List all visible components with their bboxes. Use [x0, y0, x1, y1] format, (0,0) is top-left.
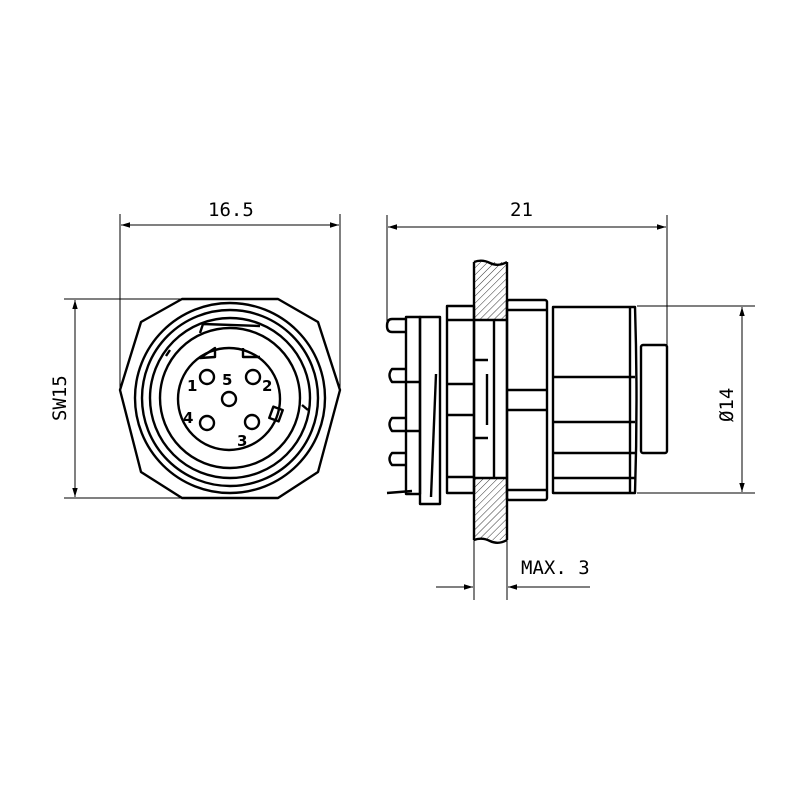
pcb-carrier — [404, 315, 422, 496]
panel-section-top — [474, 262, 507, 319]
pin-1 — [198, 368, 216, 386]
dim-diameter: Ø14 — [637, 305, 755, 494]
coding-lugs — [165, 322, 309, 411]
pin-label-4: 4 — [183, 409, 193, 427]
pin-label-5: 5 — [222, 371, 232, 389]
dim-overall-length: 21 — [386, 199, 668, 345]
flange — [445, 304, 476, 495]
pin-label-1: 1 — [187, 377, 197, 395]
panel-section-bottom — [474, 479, 507, 540]
solder-pins — [385, 317, 420, 495]
dim-label-d14: Ø14 — [716, 388, 738, 422]
dim-label-21: 21 — [510, 199, 533, 221]
coupling-end — [639, 343, 669, 455]
dim-label-16-5: 16.5 — [208, 199, 254, 221]
dim-label-sw15: SW15 — [49, 375, 71, 421]
hex-nut-side — [505, 298, 549, 502]
hex-nut-outline — [118, 297, 342, 500]
dim-panel-thickness: MAX. 3 — [436, 540, 590, 600]
contact-holder — [418, 315, 442, 506]
ring-4 — [158, 326, 302, 470]
pin-3 — [243, 413, 261, 431]
pin-label-2: 2 — [262, 377, 272, 395]
pin-5 — [220, 390, 238, 408]
outer-ring — [133, 301, 327, 495]
pin-label-3: 3 — [237, 432, 247, 450]
contact-insert — [176, 346, 282, 452]
side-view — [385, 259, 669, 544]
ring-3 — [148, 316, 312, 480]
pin-2 — [244, 368, 262, 386]
dim-label-max3: MAX. 3 — [521, 557, 590, 579]
body-housing — [551, 305, 638, 495]
insert-key — [198, 346, 260, 360]
pin-4 — [198, 414, 216, 432]
insert-key-2 — [268, 405, 284, 423]
dim-front-width: 16.5 — [119, 199, 341, 390]
dim-wrench-size: SW15 — [49, 298, 182, 499]
ring-2 — [140, 308, 320, 488]
front-view: 1 2 3 4 5 — [118, 297, 342, 500]
